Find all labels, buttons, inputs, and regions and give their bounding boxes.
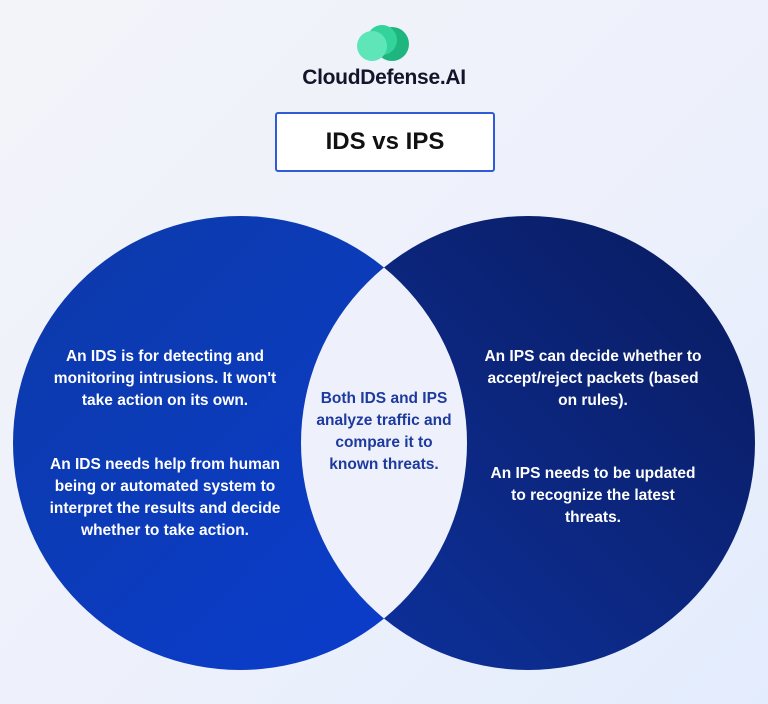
clouddefense-logo-icon xyxy=(357,25,409,61)
ids-point-2: An IDS needs help from human being or au… xyxy=(49,456,281,539)
page-title: IDS vs IPS xyxy=(275,112,495,172)
ips-point-2: An IPS needs to be updated to recognize … xyxy=(490,465,696,526)
overlap-text: Both IDS and IPS analyze traffic and com… xyxy=(316,390,452,473)
overlap-region xyxy=(301,216,467,670)
ids-point-1: An IDS is for detecting and monitoring i… xyxy=(53,348,277,409)
title-text: IDS vs IPS xyxy=(325,128,445,155)
brand-name: CloudDefense.AI xyxy=(302,66,466,89)
ips-point-1: An IPS can decide whether to accept/reje… xyxy=(484,348,702,409)
